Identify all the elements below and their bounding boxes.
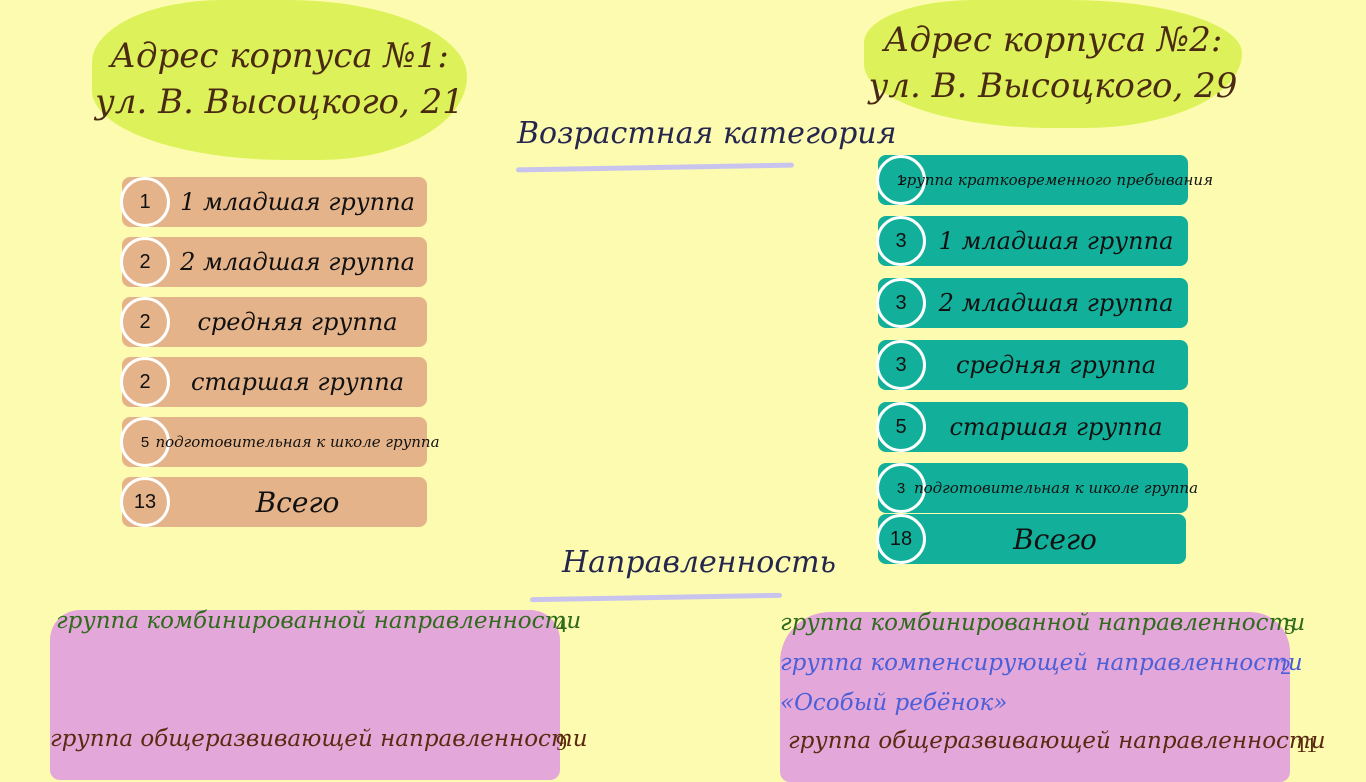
group-label: средняя группа [197, 308, 398, 336]
group-label: 2 младшая группа [938, 289, 1174, 317]
total-label: Всего [1013, 522, 1097, 556]
group-label: 2 младшая группа [180, 248, 415, 276]
right-group-row: 3 подготовительная к школе группа [876, 463, 1199, 513]
right-group-row: 3 средняя группа [876, 340, 1188, 390]
direction-label: группа компенсирующей направленности [780, 650, 1303, 676]
left-group-row: 2 средняя группа [120, 297, 427, 347]
group-label: 1 младшая группа [938, 227, 1174, 255]
group-count: 1 [876, 155, 926, 205]
direction-note: «Особый ребёнок» [780, 690, 1008, 716]
building1-street: ул. В. Высоцкого, 21 [95, 82, 464, 122]
building2-address: Адрес корпуса №2: ул. В. Высоцкого, 29 [864, 0, 1242, 128]
right-group-row: 3 2 младшая группа [876, 278, 1188, 328]
building2-title: Адрес корпуса №2: [883, 20, 1223, 61]
direction-count: 2 [1280, 654, 1291, 679]
group-count: 2 [120, 357, 170, 407]
building2-street: ул. В. Высоцкого, 29 [868, 66, 1238, 106]
direction-title: Направленность [562, 545, 836, 580]
right-group-row: 1 группа кратковременного пребывания [876, 155, 1213, 205]
group-count: 1 [120, 177, 170, 227]
group-label: старшая группа [190, 368, 405, 396]
building2-directions-area [780, 612, 1290, 782]
right-group-row: 3 1 младшая группа [876, 216, 1188, 266]
direction-label: группа общеразвивающей направленности [50, 726, 588, 752]
group-label: средняя группа [955, 351, 1157, 379]
direction-label: группа комбинированной направленности [780, 610, 1306, 636]
left-group-row: 1 1 младшая группа [120, 177, 427, 227]
left-group-row: 2 старшая группа [120, 357, 427, 407]
building1-title: Адрес корпуса №1: [110, 36, 449, 77]
direction-count: 11 [1296, 732, 1318, 757]
age-category-title: Возрастная категория [517, 116, 897, 151]
total-label: Всего [255, 485, 340, 519]
total-count: 13 [120, 477, 170, 527]
left-total-row: 13 Всего [120, 477, 427, 527]
group-count: 5 [876, 402, 926, 452]
total-count: 18 [876, 514, 926, 564]
direction-label: группа общеразвивающей направленности [788, 728, 1326, 754]
group-count: 3 [876, 216, 926, 266]
group-label: группа кратковременного пребывания [899, 171, 1213, 189]
group-count: 3 [876, 463, 926, 513]
direction-count: 5 [1284, 614, 1295, 639]
direction-count: 4 [556, 612, 567, 637]
group-count: 2 [120, 297, 170, 347]
left-group-row: 2 2 младшая группа [120, 237, 427, 287]
right-total-row: 18 Всего [876, 514, 1186, 564]
right-group-row: 5 старшая группа [876, 402, 1188, 452]
group-label: подготовительная к школе группа [155, 433, 440, 451]
group-label: 1 младшая группа [180, 188, 415, 216]
group-count: 2 [120, 237, 170, 287]
age-category-underline [515, 162, 795, 173]
group-count: 3 [876, 340, 926, 390]
direction-underline [529, 592, 783, 603]
group-label: подготовительная к школе группа [913, 479, 1199, 497]
group-label: старшая группа [949, 413, 1163, 441]
building1-address: Адрес корпуса №1: ул. В. Высоцкого, 21 [92, 0, 467, 160]
direction-label: группа комбинированной направленности [56, 608, 582, 634]
building1-directions-area [50, 610, 560, 780]
group-count: 3 [876, 278, 926, 328]
group-count: 5 [120, 417, 170, 467]
left-group-row: 5 подготовительная к школе группа [120, 417, 440, 467]
direction-count: 9 [556, 730, 567, 755]
